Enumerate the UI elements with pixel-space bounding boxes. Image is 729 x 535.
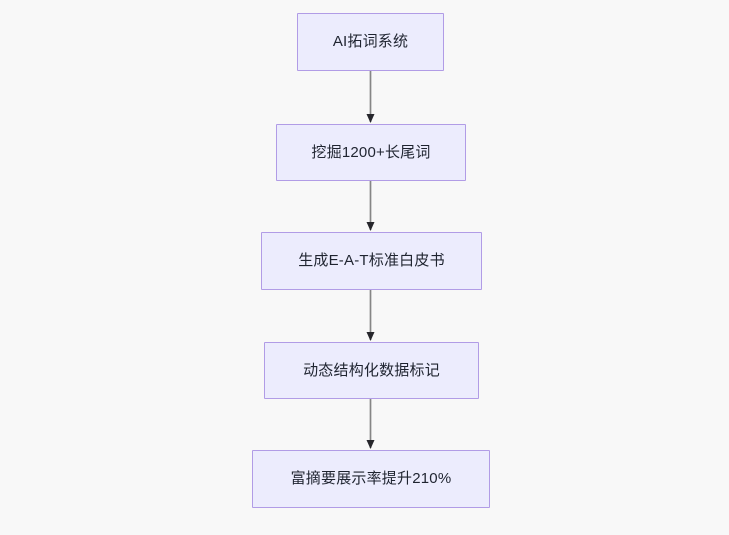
node-label: AI拓词系统 (332, 33, 409, 50)
flowchart-node-ai-keyword-system[interactable]: AI拓词系统 (297, 13, 444, 71)
node-label: 动态结构化数据标记 (303, 361, 440, 379)
flowchart-node-generate-eat-whitepaper[interactable]: 生成E-A-T标准白皮书 (261, 232, 482, 290)
flowchart-node-rich-snippet-impression-lift[interactable]: 富摘要展示率提升210% (252, 450, 490, 508)
node-label: 富摘要展示率提升210% (290, 470, 452, 487)
flowchart-node-mine-longtail-keywords[interactable]: 挖掘1200+长尾词 (276, 124, 466, 181)
node-label: 生成E-A-T标准白皮书 (298, 252, 445, 269)
flowchart-node-dynamic-structured-data-markup[interactable]: 动态结构化数据标记 (264, 342, 479, 399)
node-label: 挖掘1200+长尾词 (311, 143, 431, 161)
